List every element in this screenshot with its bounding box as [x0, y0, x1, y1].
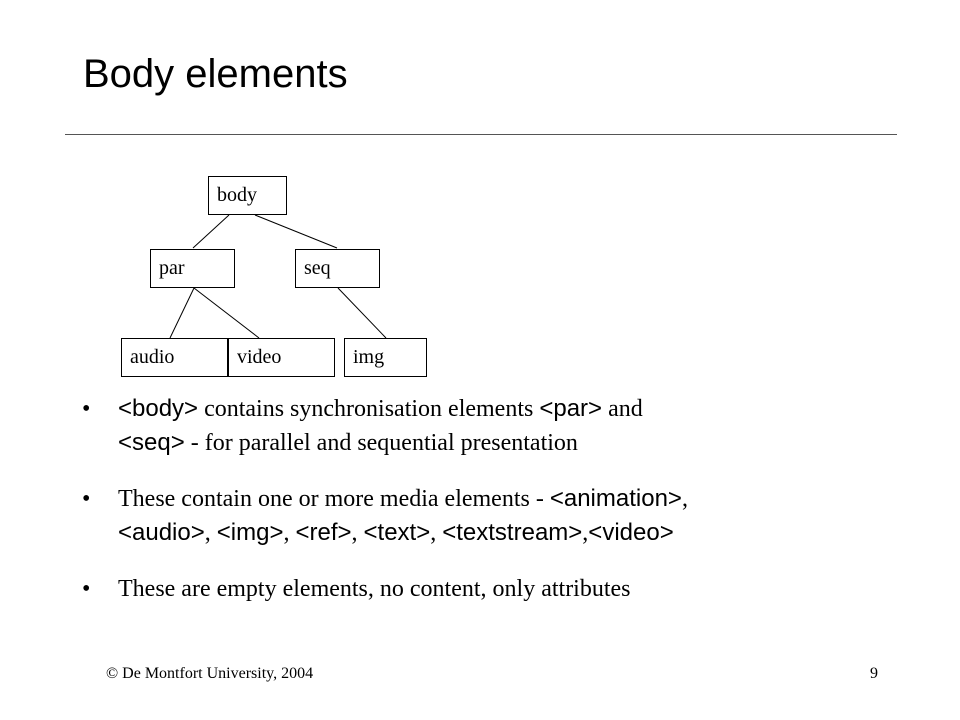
bullet-text: - for parallel and sequential presentati…: [184, 430, 578, 456]
title-divider: [65, 134, 897, 135]
bullet-item-1: • <body> contains synchronisation elemen…: [82, 392, 902, 460]
edge-seq-img: [337, 287, 387, 339]
separator: ,: [582, 520, 589, 546]
footer-copyright: © De Montfort University, 2004: [106, 665, 314, 682]
tree-node-par: par: [150, 249, 235, 288]
separator: ,: [681, 486, 688, 512]
bullet-marker: •: [82, 486, 91, 512]
separator: ,: [204, 520, 217, 546]
separator: ,: [351, 520, 364, 546]
tree-node-audio: audio: [121, 338, 228, 377]
tag-video: <video>: [588, 519, 674, 546]
tag-par: <par>: [539, 395, 603, 422]
bullet-marker: •: [82, 576, 91, 602]
slide-number: 9: [870, 665, 878, 682]
tag-img: <img>: [216, 519, 284, 546]
tag-text: <text>: [363, 519, 431, 546]
tag-body: <body>: [118, 395, 199, 422]
tag-textstream: <textstream>: [442, 519, 583, 546]
separator: ,: [430, 520, 443, 546]
edge-body-seq: [254, 214, 338, 249]
bullet-text: and: [602, 396, 643, 422]
tree-node-body: body: [208, 176, 287, 215]
tag-animation: <animation>: [549, 485, 682, 512]
bullet-text: These contain one or more media elements…: [118, 486, 550, 512]
bullet-marker: •: [82, 396, 91, 422]
tree-node-seq: seq: [295, 249, 380, 288]
tree-node-img: img: [344, 338, 427, 377]
bullet-text: contains synchronisation elements: [198, 396, 540, 422]
edge-body-par: [192, 214, 230, 249]
bullet-item-2: • These contain one or more media elemen…: [82, 482, 902, 550]
bullet-item-3: • These are empty elements, no content, …: [82, 572, 902, 606]
tree-node-video: video: [228, 338, 335, 377]
bullet-list: • <body> contains synchronisation elemen…: [82, 392, 902, 628]
tag-seq: <seq>: [118, 429, 185, 456]
tag-audio: <audio>: [118, 519, 205, 546]
slide-title: Body elements: [83, 52, 348, 96]
separator: ,: [283, 520, 296, 546]
edge-par-video: [193, 287, 260, 339]
tree-diagram: [169, 214, 387, 339]
bullet-text: These are empty elements, no content, on…: [118, 576, 631, 602]
edge-par-audio: [169, 287, 195, 339]
tag-ref: <ref>: [295, 519, 352, 546]
